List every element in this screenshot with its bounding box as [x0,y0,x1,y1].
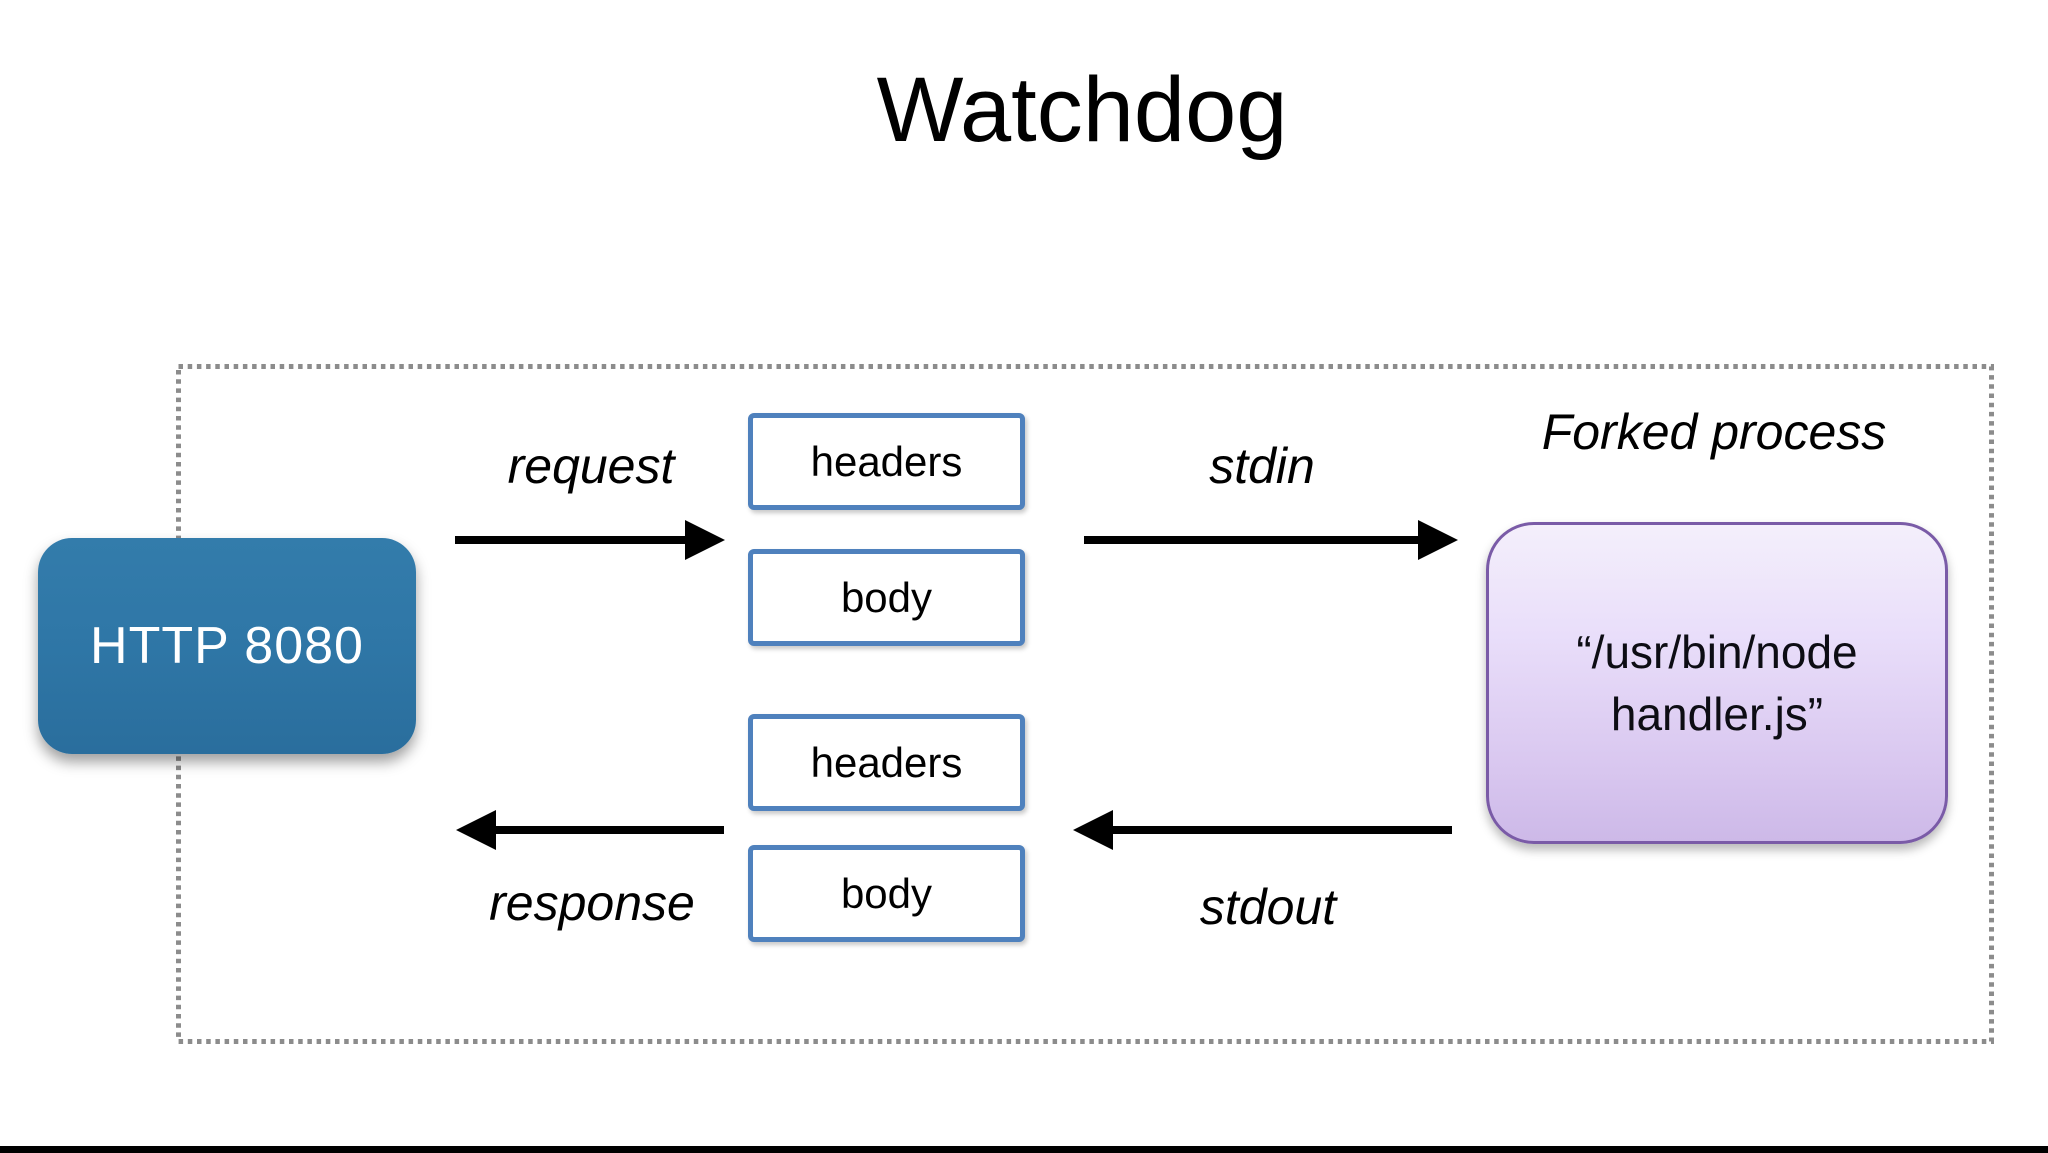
request-label: request [507,438,675,494]
stdin-arrowhead-icon [1418,520,1458,560]
http-server-node: HTTP 8080 [38,538,416,754]
request-headers-box: headers [748,413,1025,510]
response-label: response [489,875,695,931]
bottom-edge-rule [0,1146,2048,1153]
stdout-label: stdout [1199,879,1337,935]
response-headers-box: headers [748,714,1025,811]
request-arrow-shaft [455,536,693,544]
response-body-label: body [840,869,933,917]
stdout-arrow-shaft [1105,826,1452,834]
forked-command-line1: “/usr/bin/node [1576,626,1858,678]
stdout-arrowhead-icon [1073,810,1113,850]
request-arrow [455,520,725,560]
stdin-arrow-shaft [1084,536,1426,544]
request-body-box: body [748,549,1025,646]
request-body-label: body [840,573,933,621]
forked-command-line2: handler.js” [1610,688,1824,740]
request-headers-label: headers [810,437,963,485]
response-arrow-shaft [488,826,724,834]
stdin-arrow [1084,520,1458,560]
forked-process-node: “/usr/bin/node handler.js” [1486,522,1948,844]
stdin-label: stdin [1209,438,1315,494]
forked-process-caption: Forked process [1541,404,1887,460]
response-body-box: body [748,845,1025,942]
response-arrowhead-icon [456,810,496,850]
http-server-label: HTTP 8080 [90,617,364,675]
response-headers-label: headers [810,738,963,786]
page-title: Watchdog [876,59,1288,161]
response-arrow [456,810,724,850]
stdout-arrow [1073,810,1452,850]
request-arrowhead-icon [685,520,725,560]
